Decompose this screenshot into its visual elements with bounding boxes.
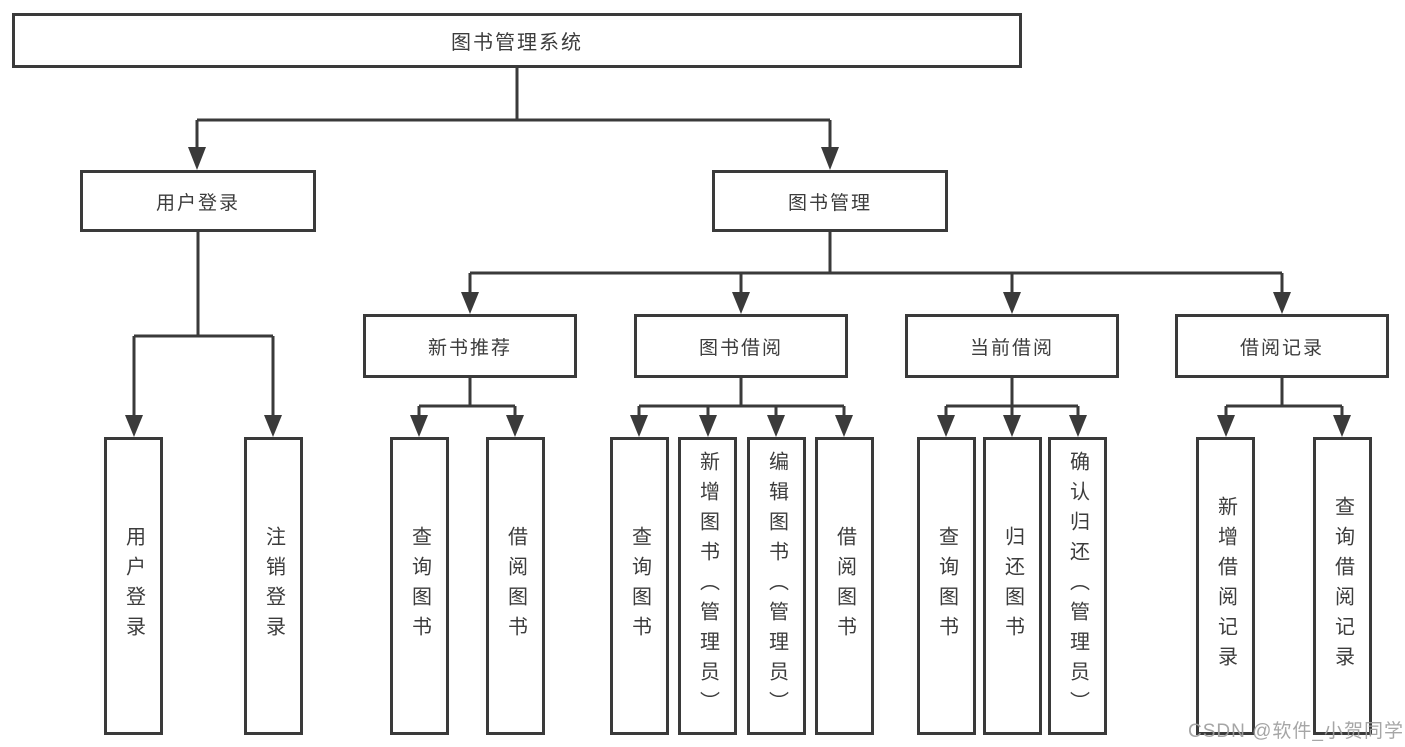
node-user-login-label: 用户登录: [155, 192, 240, 214]
leaf-confirm-return-admin: 确认归还（管理员）: [1048, 437, 1107, 735]
leaf-return-books: 归还图书: [983, 437, 1042, 735]
node-new-book-recommend-label: 新书推荐: [427, 337, 512, 359]
leaf-query-books-current: 查询图书: [917, 437, 976, 735]
node-current-borrowing: 当前借阅: [905, 314, 1119, 378]
node-borrowing-records: 借阅记录: [1175, 314, 1389, 378]
node-borrowing-records-label: 借阅记录: [1239, 337, 1324, 359]
leaf-logout: 注销登录: [244, 437, 303, 735]
node-book-management: 图书管理: [712, 170, 948, 232]
leaf-edit-books-admin: 编辑图书（管理员）: [747, 437, 806, 735]
node-current-borrowing-label: 当前借阅: [969, 337, 1054, 359]
leaf-user-login: 用户登录: [104, 437, 163, 735]
node-book-management-label: 图书管理: [787, 192, 872, 214]
node-book-borrowing: 图书借阅: [634, 314, 848, 378]
node-root: 图书管理系统: [12, 13, 1022, 68]
node-user-login: 用户登录: [80, 170, 316, 232]
leaf-add-books-admin: 新增图书（管理员）: [678, 437, 737, 735]
node-root-label: 图书管理系统: [451, 32, 583, 54]
csdn-watermark: CSDN @软件_小贺同学: [1188, 721, 1404, 742]
leaf-query-books-recommend: 查询图书: [390, 437, 449, 735]
leaf-query-borrow-record: 查询借阅记录: [1313, 437, 1372, 735]
leaf-query-books-borrowing: 查询图书: [610, 437, 669, 735]
node-book-borrowing-label: 图书借阅: [698, 337, 783, 359]
leaf-borrow-books-borrowing: 借阅图书: [815, 437, 874, 735]
leaf-add-borrow-record: 新增借阅记录: [1196, 437, 1255, 735]
leaf-borrow-books-recommend: 借阅图书: [486, 437, 545, 735]
node-new-book-recommend: 新书推荐: [363, 314, 577, 378]
